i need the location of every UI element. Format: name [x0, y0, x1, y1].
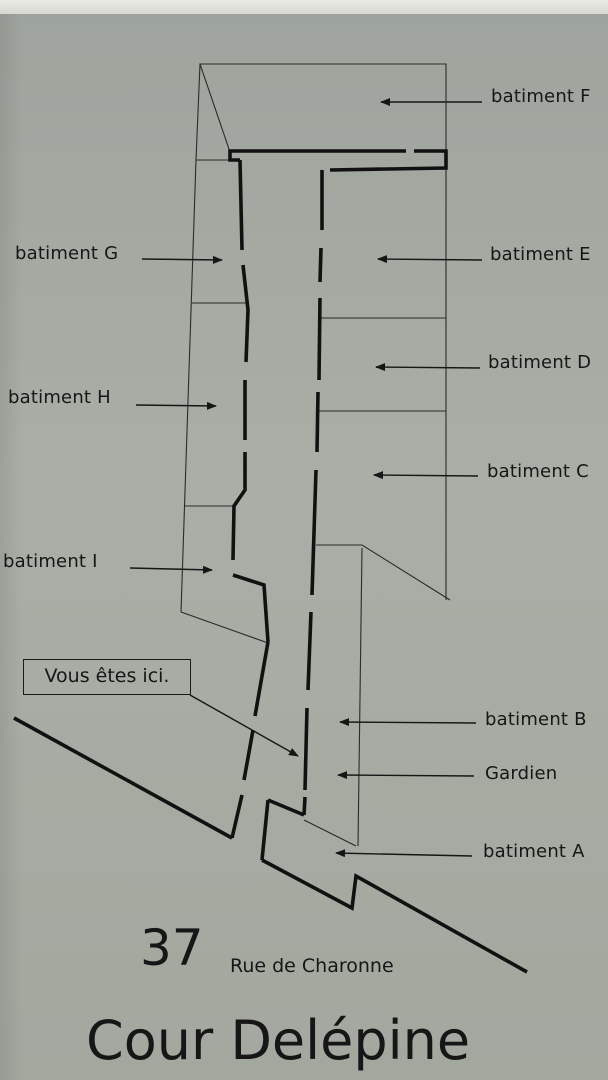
courtyard-walls [13, 149, 528, 974]
street-line-left [13, 716, 233, 840]
courtyard-west-wall-1 [238, 159, 244, 251]
label-batiment-h: batiment H [8, 387, 111, 408]
west-wing-outer-wall [180, 159, 197, 613]
courtyard-west-wall-5 [232, 573, 270, 643]
label-arrows [129, 98, 483, 858]
building-f-left-edge [195, 63, 201, 161]
plaque-top-edge [0, 0, 608, 14]
courtyard-east-wall-5 [310, 469, 318, 596]
street-line-right [261, 858, 528, 974]
courtyard-west-wall-8 [230, 794, 244, 839]
arrow-batiment-g [141, 255, 223, 264]
label-batiment-b: batiment B [485, 709, 587, 730]
arrow-you-are-here [189, 694, 299, 757]
label-batiment-a: batiment A [483, 841, 585, 862]
courtyard-west-wall-4 [231, 452, 247, 561]
label-batiment-f: batiment F [491, 86, 591, 107]
label-batiment-e: batiment E [490, 244, 591, 265]
courtyard-east-wall-8 [302, 796, 307, 816]
street-name: Rue de Charonne [230, 955, 394, 977]
arrow-batiment-a [335, 849, 473, 858]
label-batiment-d: batiment D [488, 352, 592, 373]
arrow-batiment-e [377, 255, 483, 264]
label-batiment-g: batiment G [15, 243, 119, 264]
arrow-batiment-b [339, 718, 477, 727]
building-c-lower-edge [316, 544, 451, 601]
entrance-wall [267, 798, 305, 817]
courtyard-east-wall-7 [303, 707, 309, 791]
plaque-shadow [0, 14, 22, 1080]
courtyard-east-wall-4 [315, 391, 320, 453]
arrow-batiment-c [373, 471, 479, 480]
courtyard-west-wall-6 [253, 641, 270, 717]
building-b-outer-wall [357, 547, 363, 847]
street-number: 37 [140, 919, 204, 977]
courtyard-west-wall-7 [242, 729, 255, 781]
courtyard-top-wall-a [228, 149, 406, 162]
courtyard-east-wall-3 [317, 297, 322, 381]
label-gardien: Gardien [485, 763, 558, 784]
courtyard-top-wall-b [329, 149, 448, 172]
you-are-here-box: Vous êtes ici. [23, 659, 191, 695]
courtyard-east-wall-2 [318, 247, 323, 283]
courtyard-west-wall-2 [241, 264, 250, 363]
label-batiment-i: batiment I [3, 551, 98, 572]
courtyard-east-wall-6 [306, 611, 313, 691]
building-outlines [180, 63, 451, 847]
label-batiment-c: batiment C [487, 461, 589, 482]
entrance-left-post [260, 799, 270, 861]
arrow-batiment-h [135, 401, 217, 410]
arrow-batiment-i [129, 565, 213, 574]
building-f-outline [199, 63, 447, 153]
building-i-lower-edge [180, 611, 269, 644]
place-title: Cour Delépine [86, 1009, 471, 1072]
arrow-gardien [337, 771, 475, 780]
building-a-top-edge [303, 819, 357, 847]
arrow-batiment-d [375, 363, 481, 372]
